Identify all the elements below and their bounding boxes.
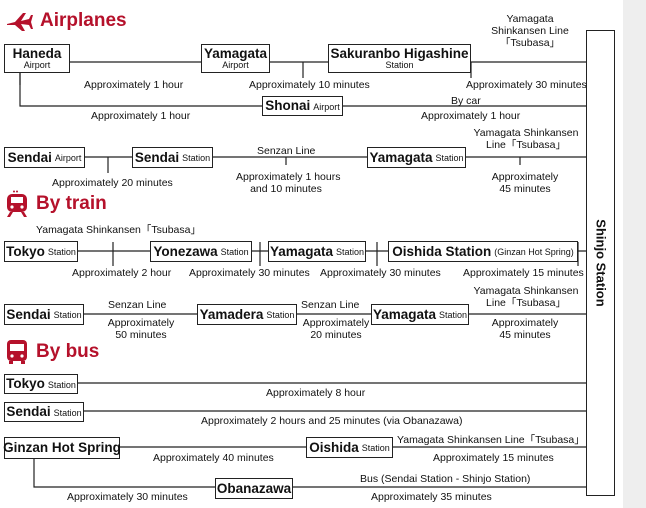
bus-icon (7, 340, 27, 364)
train-tsubasa-label: Yamagata Shinkansen「Tsubasa」 (36, 224, 201, 236)
ginzan-oishida-duration: Approximately 40 minutes (153, 452, 274, 464)
air-duration-haneda-shonai: Approximately 1 hour (91, 110, 191, 122)
air-bycar-label: By car (451, 95, 481, 107)
shinjo-station-box: Shinjo Station (586, 30, 615, 496)
train-icon (7, 190, 27, 217)
sendai-tsubasa-label: Yamagata Shinkansen Line「Tsubasa」 (473, 127, 579, 152)
ginzan-hot-spring-box: Ginzan Hot Spring (3, 437, 121, 459)
sendai-yamagata-duration: Approximately 1 hours and 10 minutes (236, 171, 341, 196)
train-title: By train (36, 193, 107, 214)
airplane-icon (7, 13, 33, 31)
sendai-yamadera-duration: Approximately 50 minutes (107, 317, 175, 342)
shinjo-station-label: Shinjo Station (593, 219, 608, 307)
oishida-station-box: Oishida Station(Ginzan Hot Spring) (388, 241, 578, 262)
yamadera-yamagata-duration: Approximately 20 minutes (302, 317, 370, 342)
tick-sendai-airport-row (107, 157, 521, 173)
bus-sendai-shinjo-label: Bus (Sendai Station - Shinjo Station) (360, 473, 531, 485)
scrollbar-track[interactable] (623, 0, 646, 508)
sy-senzan-label-1: Senzan Line (108, 299, 167, 311)
sendai-senzan-label: Senzan Line (257, 145, 316, 157)
bus-title: By bus (36, 341, 100, 362)
air-duration-sakuranbo-shinjo: Approximately 30 minutes (466, 79, 587, 91)
bus-header: By bus (5, 339, 99, 365)
obanazawa-box: Obanazawa (215, 478, 293, 499)
sy-tsubasa-label: Yamagata Shinkansen Line「Tsubasa」 (473, 285, 579, 310)
air-tsubasa-label: Yamagata Shinkansen Line 「Tsubasa」 (491, 13, 569, 50)
oishida-shinjo-duration: Approximately 15 minutes (463, 267, 584, 279)
tick-tokyo-train-row (112, 242, 579, 266)
sendai-airport-duration: Approximately 20 minutes (52, 177, 173, 189)
yamagata-shinjo-duration-1: Approximately 45 minutes (491, 171, 559, 196)
yamagata-shinjo-duration-2: Approximately 45 minutes (491, 317, 559, 342)
obanazawa-shinjo-duration: Approximately 35 minutes (371, 491, 492, 503)
airplanes-title: Airplanes (40, 10, 127, 31)
oishida-shinjo-bus-duration: Approximately 15 minutes (433, 452, 554, 464)
tokyo-shinjo-bus-duration: Approximately 8 hour (266, 387, 366, 399)
sendai-shinjo-bus-duration: Approximately 2 hours and 25 minutes (vi… (201, 415, 463, 427)
tokyo-yonezawa-duration: Approximately 2 hour (72, 267, 172, 279)
air-duration-yamagata-sakuranbo: Approximately 10 minutes (249, 79, 370, 91)
sy-senzan-label-2: Senzan Line (301, 299, 360, 311)
ginzan-obanazawa-duration: Approximately 30 minutes (67, 491, 188, 503)
air-duration-shonai-shinjo: Approximately 1 hour (421, 110, 521, 122)
air-duration-haneda-yamagata: Approximately 1 hour (84, 79, 184, 91)
yonezawa-yamagata-duration: Approximately 30 minutes (189, 267, 310, 279)
airplanes-header: Airplanes (5, 10, 127, 32)
line-ginzan-obanazawa (33, 459, 215, 488)
yamagata-oishida-duration: Approximately 30 minutes (320, 267, 441, 279)
train-header: By train (5, 190, 107, 218)
bus-tsubasa-label: Yamagata Shinkansen Line「Tsubasa」 (397, 434, 585, 446)
